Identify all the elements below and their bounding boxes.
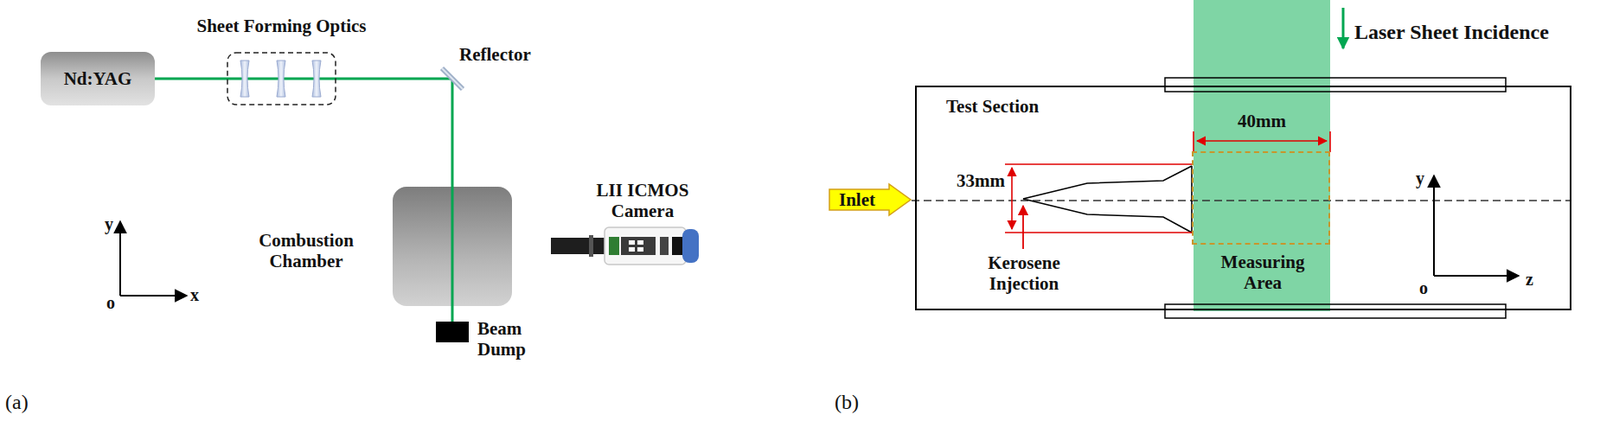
annotation-label: z — [1525, 269, 1534, 290]
measuring-area: Measuring Area — [1191, 151, 1331, 245]
beam-dump-shape — [435, 321, 469, 343]
laser-beam — [451, 83, 455, 187]
laser-beam — [336, 77, 448, 81]
camera-shape — [550, 226, 699, 266]
annotation-label: o — [1419, 278, 1428, 299]
axes-b — [1433, 175, 1519, 276]
node-label: Sheet Forming Optics — [183, 15, 380, 37]
combustion-chamber-shape — [392, 186, 512, 307]
annotation-label: y — [1415, 168, 1425, 189]
laser-beam — [154, 77, 227, 81]
beam-dump: Beam Dump — [435, 321, 469, 343]
annotation-label: y — [104, 214, 114, 235]
node-label: Combustion Chamber — [241, 230, 372, 272]
optics-group: Sheet Forming Optics — [226, 51, 337, 106]
window-outline — [1164, 304, 1506, 319]
annotation-label: Kerosene Injection — [967, 252, 1081, 295]
camera: LII ICMOS Camera — [550, 226, 699, 266]
center-line — [911, 199, 1572, 202]
node-label: Inlet — [838, 189, 876, 211]
node-label: Beam Dump — [477, 318, 547, 360]
annotation-label: x — [190, 285, 199, 306]
laser-sheet-band — [1193, 0, 1331, 312]
annotation-label: Laser Sheet Incidence — [1354, 20, 1549, 45]
node-label: Test Section — [946, 96, 1039, 117]
inlet-arrow: Inlet — [828, 183, 912, 217]
axes-a — [120, 221, 187, 296]
incidence-arrow — [1342, 7, 1345, 49]
dimension-40 — [1193, 131, 1331, 153]
annotation-label: o — [106, 293, 116, 314]
node-label: Nd:YAG — [64, 68, 133, 90]
annotation-label: 40mm — [1237, 110, 1287, 132]
combustion-chamber: Combustion Chamber — [392, 186, 512, 307]
reflector-mirror-shape — [447, 73, 458, 84]
annotation-label: (a) — [5, 390, 29, 416]
annotation-label: 33mm — [956, 170, 1005, 192]
optics-group-shape — [226, 51, 337, 106]
reflector-mirror: Reflector — [447, 73, 458, 84]
node-label: Reflector — [459, 44, 532, 65]
laser-box: Nd:YAG — [40, 51, 155, 106]
node-label: LII ICMOS Camera — [586, 179, 699, 222]
injection-arrow — [1022, 205, 1024, 250]
annotation-label: (b) — [834, 390, 859, 416]
window-outline — [1164, 77, 1506, 92]
laser-beam — [451, 306, 455, 322]
injector — [1023, 166, 1192, 233]
node-label: Measuring Area — [1206, 251, 1319, 294]
dimension-33 — [1004, 164, 1192, 233]
